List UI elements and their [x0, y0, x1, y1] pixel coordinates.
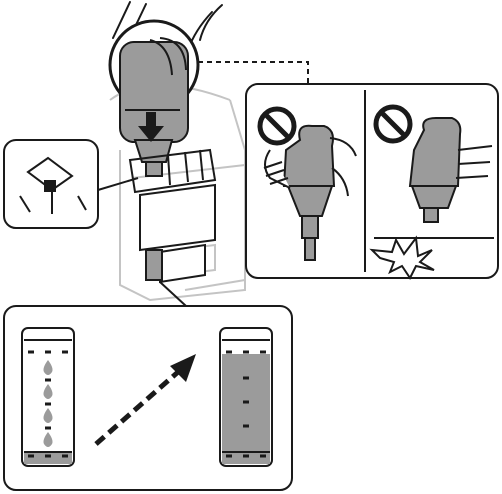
- do-not-hit: [369, 104, 494, 280]
- ink-tank-slots: [128, 148, 217, 284]
- dashed-connector: [198, 61, 309, 84]
- down-arrow-icon: [138, 112, 164, 142]
- ink-bottle: [108, 19, 200, 177]
- port-detail-box: [3, 139, 139, 229]
- dashed-arrow-icon: [94, 354, 196, 446]
- do-not-squeeze: [257, 106, 357, 261]
- impact-burst-icon: [369, 235, 435, 280]
- ink-drop-icon: [43, 360, 53, 447]
- ink-level-after: [219, 327, 273, 467]
- ink-level-panel: [3, 305, 293, 491]
- prohibition-panel: [245, 83, 499, 280]
- ink-level-before: [21, 327, 75, 467]
